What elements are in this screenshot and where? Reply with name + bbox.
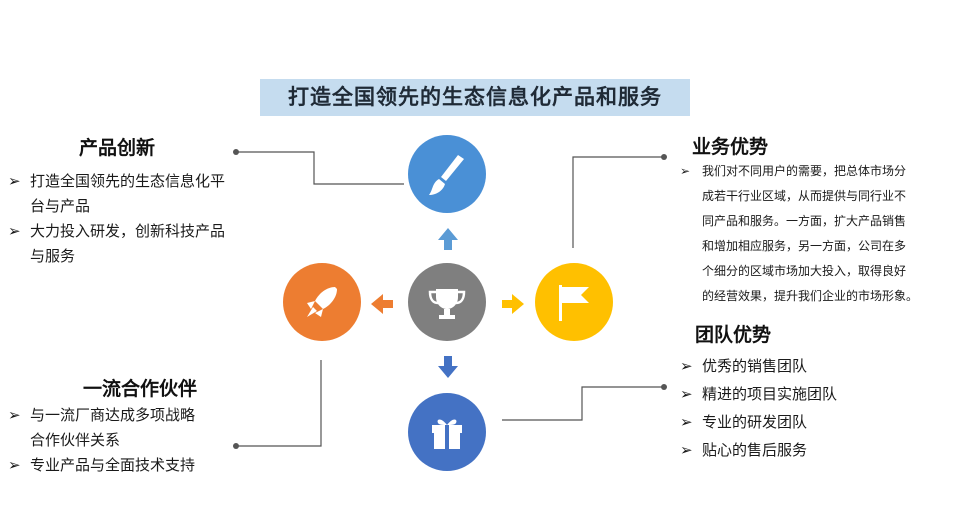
business-list: ➢ 我们对不同用户的需要，把总体市场分 成若干行业区域，从而提供与同行业不 同产… bbox=[678, 159, 953, 309]
list-item-text-cont: 与服务 bbox=[30, 247, 76, 265]
arrow-marker-icon: ➢ bbox=[680, 385, 693, 403]
arrow-marker-icon: ➢ bbox=[8, 222, 21, 240]
product-innovation-heading: 产品创新 bbox=[79, 137, 156, 159]
arrow-marker-icon: ➢ bbox=[8, 406, 21, 424]
list-item-text: 精进的项目实施团队 bbox=[702, 385, 838, 403]
list-item: ➢ 专业的研发团队 bbox=[678, 408, 938, 436]
list-item-text: 打造全国领先的生态信息化平 bbox=[30, 172, 226, 190]
list-item-text: 优秀的销售团队 bbox=[702, 357, 808, 375]
product-innovation-list: ➢ 打造全国领先的生态信息化平 台与产品 ➢ 大力投入研发，创新科技产品 与服务 bbox=[6, 169, 246, 269]
list-item: ➢ 精进的项目实施团队 bbox=[678, 380, 938, 408]
arrow-marker-icon: ➢ bbox=[680, 164, 691, 178]
list-item: ➢ 贴心的售后服务 bbox=[678, 436, 938, 464]
business-line: 的经营效果，提升我们企业的市场形象。 bbox=[702, 289, 919, 303]
list-item: ➢ 专业产品与全面技术支持 bbox=[6, 453, 246, 478]
list-item-text: 专业的研发团队 bbox=[702, 413, 808, 431]
page-title: 打造全国领先的生态信息化产品和服务 bbox=[260, 79, 690, 116]
team-list: ➢ 优秀的销售团队 ➢ 精进的项目实施团队 ➢ 专业的研发团队 ➢ 贴心的售后服… bbox=[678, 352, 938, 464]
business-heading: 业务优势 bbox=[692, 136, 769, 158]
list-item: ➢ 我们对不同用户的需要，把总体市场分 成若干行业区域，从而提供与同行业不 同产… bbox=[678, 159, 953, 309]
paintbrush-icon bbox=[429, 155, 464, 195]
arrow-marker-icon: ➢ bbox=[680, 357, 693, 375]
business-line: 和增加相应服务，另一方面，公司在多 bbox=[702, 239, 907, 253]
list-item-text-cont: 合作伙伴关系 bbox=[30, 431, 121, 449]
top-circle bbox=[408, 135, 486, 213]
flag-icon bbox=[559, 285, 589, 321]
team-heading: 团队优势 bbox=[695, 324, 772, 346]
business-line: 我们对不同用户的需要，把总体市场分 bbox=[702, 164, 907, 178]
arrow-marker-icon: ➢ bbox=[8, 456, 21, 474]
business-line: 成若干行业区域，从而提供与同行业不 bbox=[702, 189, 907, 203]
bottom-circle bbox=[408, 393, 486, 471]
list-item: ➢ 与一流厂商达成多项战略 合作伙伴关系 bbox=[6, 403, 246, 453]
business-line: 个细分的区域市场加大投入，取得良好 bbox=[702, 264, 907, 278]
arrow-up-icon bbox=[438, 228, 458, 250]
left-circle bbox=[283, 263, 361, 341]
list-item-text: 大力投入研发，创新科技产品 bbox=[30, 222, 226, 240]
list-item: ➢ 大力投入研发，创新科技产品 与服务 bbox=[6, 219, 246, 269]
arrow-down-icon bbox=[438, 356, 458, 378]
list-item-text: 贴心的售后服务 bbox=[702, 441, 808, 459]
list-item: ➢ 打造全国领先的生态信息化平 台与产品 bbox=[6, 169, 246, 219]
arrow-right-icon bbox=[502, 294, 524, 314]
arrow-marker-icon: ➢ bbox=[680, 441, 693, 459]
trophy-icon bbox=[428, 289, 466, 319]
partners-heading: 一流合作伙伴 bbox=[83, 378, 198, 400]
list-item: ➢ 优秀的销售团队 bbox=[678, 352, 938, 380]
business-line: 同产品和服务。一方面，扩大产品销售 bbox=[702, 214, 907, 228]
right-circle bbox=[535, 263, 613, 341]
gift-icon bbox=[432, 419, 462, 449]
center-circle bbox=[408, 263, 486, 341]
list-item-text: 与一流厂商达成多项战略 bbox=[30, 406, 196, 424]
arrow-left-icon bbox=[371, 294, 393, 314]
arrow-marker-icon: ➢ bbox=[8, 172, 21, 190]
list-item-text: 专业产品与全面技术支持 bbox=[30, 456, 196, 474]
rocket-icon bbox=[307, 287, 337, 317]
partners-list: ➢ 与一流厂商达成多项战略 合作伙伴关系 ➢ 专业产品与全面技术支持 bbox=[6, 403, 246, 478]
list-item-text-cont: 台与产品 bbox=[30, 197, 91, 215]
arrow-marker-icon: ➢ bbox=[680, 413, 693, 431]
